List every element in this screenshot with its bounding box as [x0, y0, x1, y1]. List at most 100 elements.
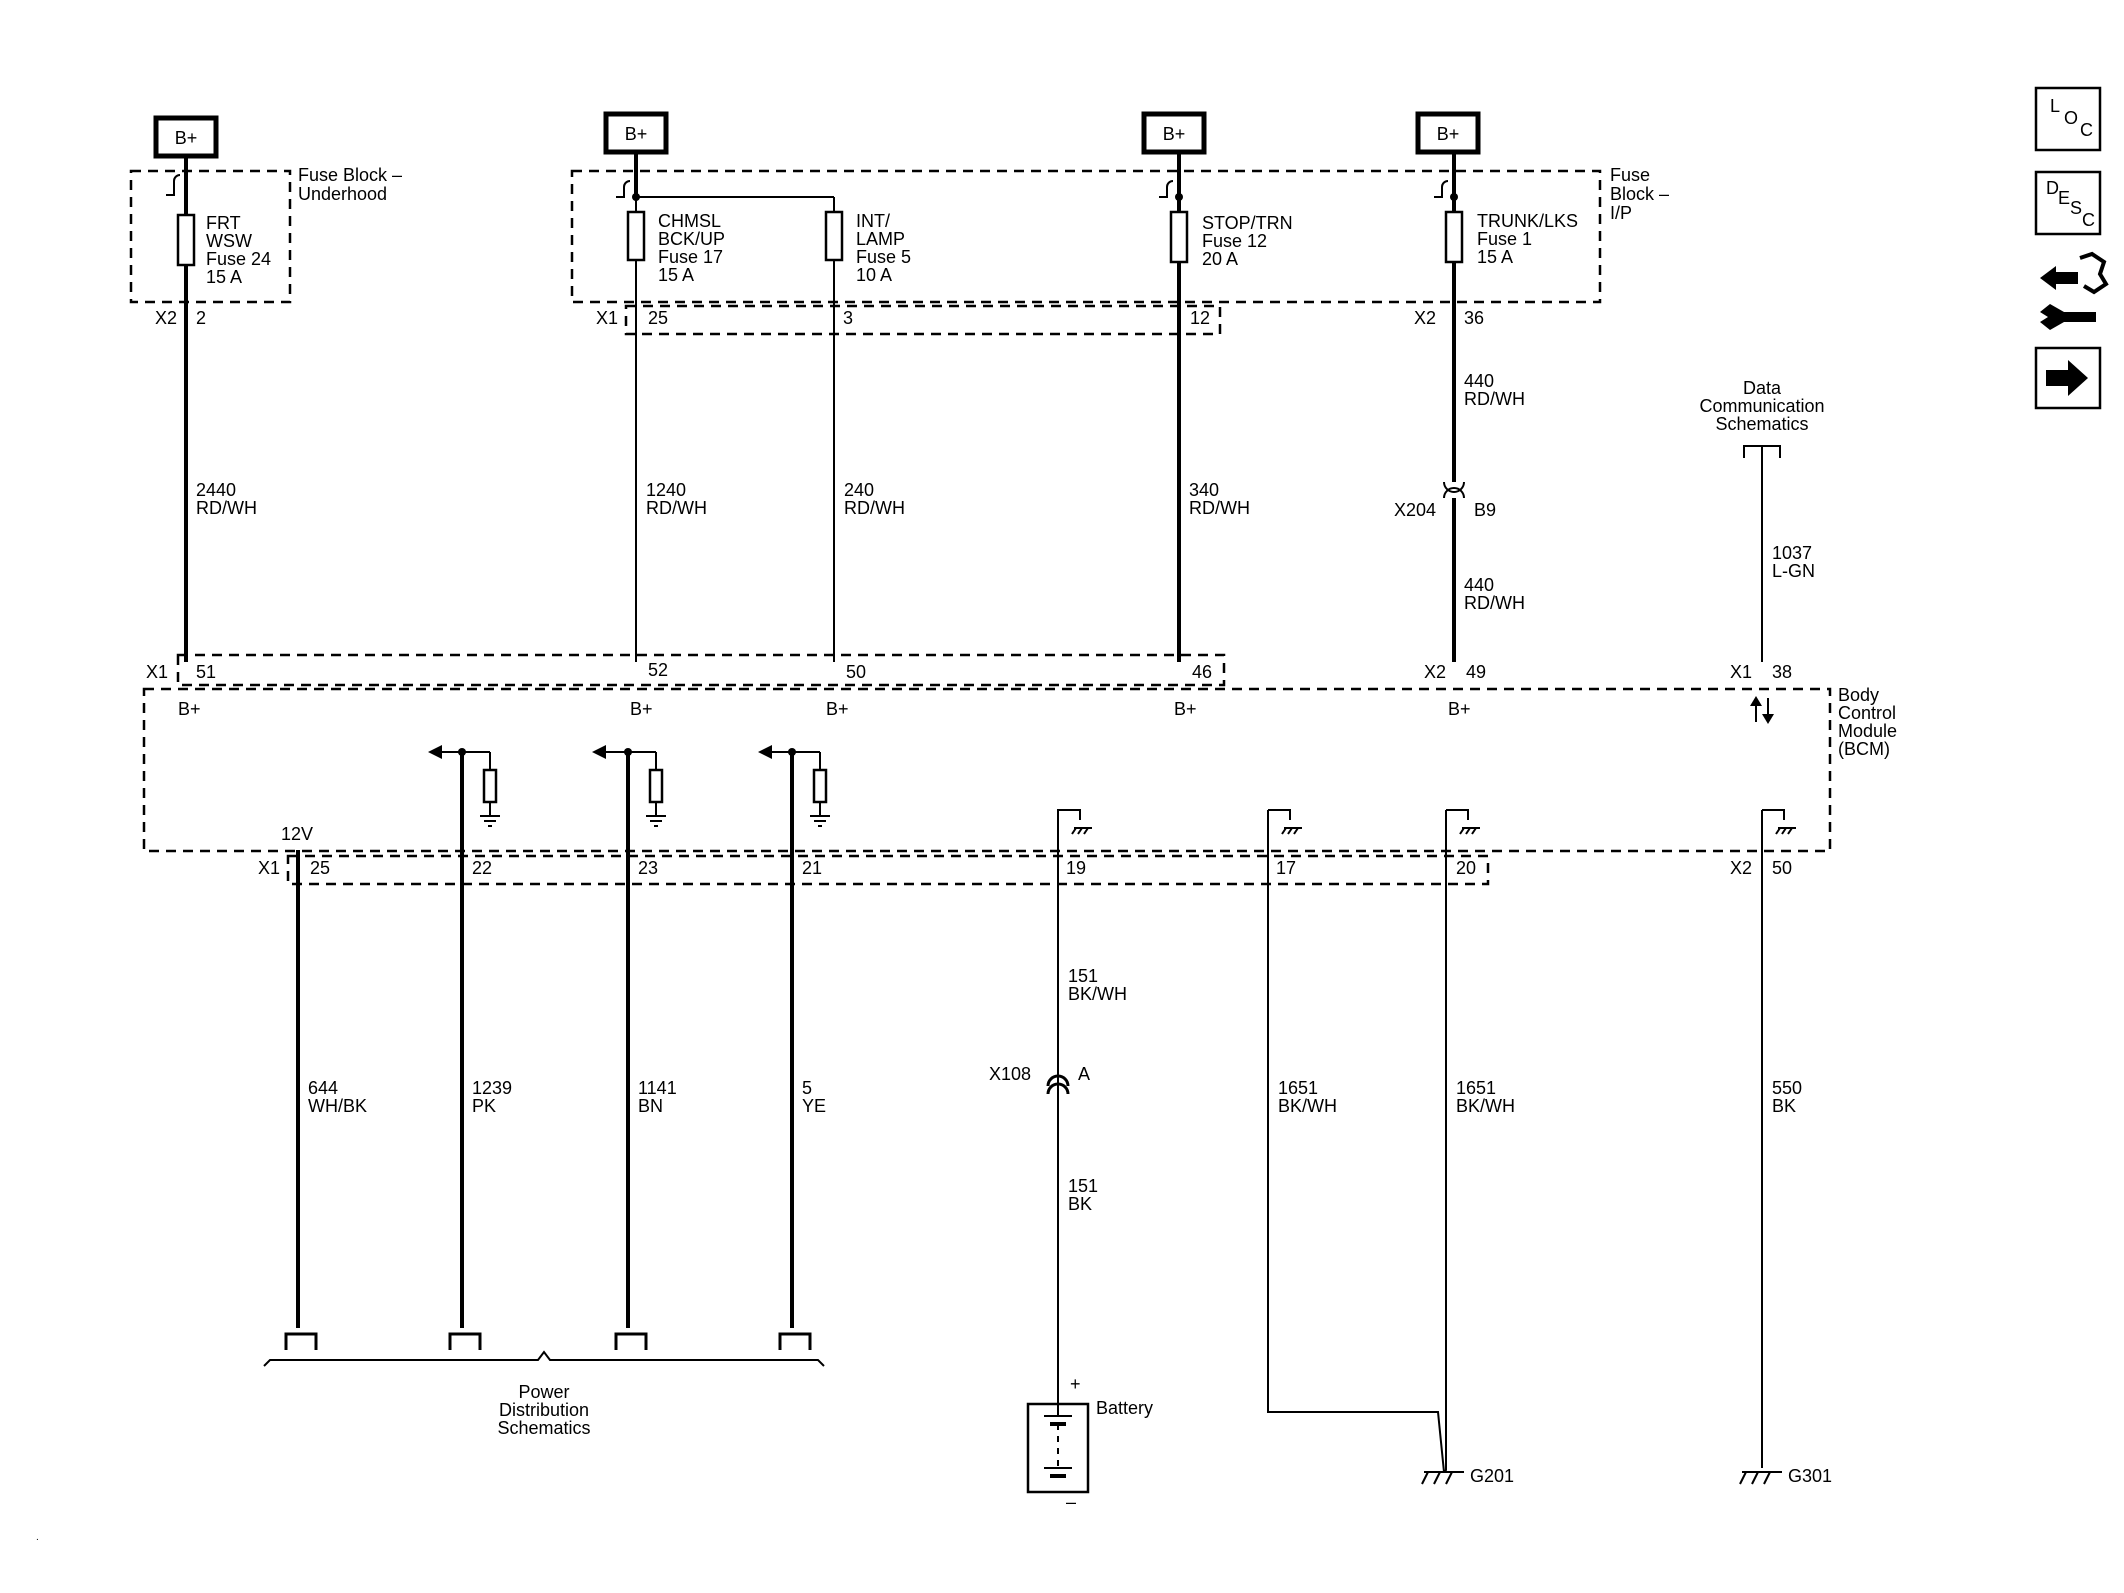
svg-text:+: +: [1070, 1374, 1081, 1394]
svg-text:Fuse 12: Fuse 12: [1202, 231, 1267, 251]
wire-color: BK: [1068, 1194, 1092, 1214]
bplus-label: B+: [178, 699, 201, 719]
wire-color: YE: [802, 1096, 826, 1116]
pin-number: 50: [846, 662, 866, 682]
fuse-block-ip-label: I/P: [1610, 203, 1632, 223]
pin-number: 51: [196, 662, 216, 682]
pin-number: 2: [196, 308, 206, 328]
connector-label: X1: [596, 308, 618, 328]
pin-number: 20: [1456, 858, 1476, 878]
wire-1651-b: [1443, 810, 1447, 1473]
bplus-label: B+: [1448, 699, 1471, 719]
connector-x1-outline: [624, 304, 1222, 336]
wire-circuit: 440: [1464, 575, 1494, 595]
svg-text:Schematics: Schematics: [1715, 414, 1808, 434]
fuse-trunk-lks: TRUNK/LKS Fuse 1 15 A: [1434, 152, 1578, 482]
wire-color: BK: [1772, 1096, 1796, 1116]
connector-label: X1: [1730, 662, 1752, 682]
bcm-label: Body: [1838, 685, 1879, 705]
bplus-label: B+: [826, 699, 849, 719]
wire-color: BK/WH: [1456, 1096, 1515, 1116]
fuse-block-underhood-label: Fuse Block –: [298, 165, 402, 185]
power-source-2: B+: [603, 111, 669, 155]
battery-label: Battery: [1096, 1398, 1153, 1418]
battery: + Battery –: [1026, 1374, 1153, 1512]
svg-text:LAMP: LAMP: [856, 229, 905, 249]
fuse-block-underhood-outline: [129, 169, 292, 304]
wire-circuit: 1651: [1278, 1078, 1318, 1098]
wire-circuit: 1239: [472, 1078, 512, 1098]
power-source-label: B+: [1163, 124, 1186, 144]
wire-circuit: 644: [308, 1078, 338, 1098]
pin-number: 25: [310, 858, 330, 878]
pin-number: 23: [638, 858, 658, 878]
loc-button[interactable]: L O C: [2034, 86, 2102, 152]
svg-text:INT/: INT/: [856, 211, 890, 231]
svg-text:Fuse 1: Fuse 1: [1477, 229, 1532, 249]
pin-number: 38: [1772, 662, 1792, 682]
svg-text:CHMSL: CHMSL: [658, 211, 721, 231]
power-source-1: B+: [153, 115, 219, 159]
svg-text:TRUNK/LKS: TRUNK/LKS: [1477, 211, 1578, 231]
data-communication-reference[interactable]: Data Communication Schematics: [1699, 378, 1825, 662]
svg-text:WSW: WSW: [206, 231, 252, 251]
bcm-output-driver-23: [592, 745, 666, 1328]
bidirectional-arrow-icon: [1750, 696, 1774, 724]
wire-circuit: 440: [1464, 371, 1494, 391]
pin-number: 25: [648, 308, 668, 328]
stray-dot: .: [36, 1532, 39, 1543]
wire-color: RD/WH: [196, 498, 257, 518]
pin-number: 12: [1190, 308, 1210, 328]
svg-text:Communication: Communication: [1699, 396, 1824, 416]
pin-number: 50: [1772, 858, 1792, 878]
wire-color: RD/WH: [1464, 593, 1525, 613]
next-button[interactable]: [2034, 346, 2102, 410]
svg-text:15 A: 15 A: [206, 267, 242, 287]
svg-text:Schematics: Schematics: [497, 1418, 590, 1438]
wire-color: L-GN: [1772, 561, 1815, 581]
power-distribution-terminals: [263, 1332, 825, 1367]
fuse-block-ip-label: Block –: [1610, 184, 1669, 204]
svg-text:C: C: [2080, 120, 2093, 140]
voltage-label: 12V: [281, 824, 313, 844]
pin-number: 22: [472, 858, 492, 878]
wire-circuit: 1037: [1772, 543, 1812, 563]
svg-text:FRT: FRT: [206, 213, 241, 233]
bcm-connector-x1-bottom: [286, 854, 1490, 886]
wire-circuit: 1240: [646, 480, 686, 500]
bcm-internal-ground-50: [1762, 809, 1796, 835]
svg-text:L: L: [2050, 96, 2060, 116]
svg-text:15 A: 15 A: [1477, 247, 1513, 267]
power-source-3: B+: [1141, 111, 1207, 155]
power-source-4: B+: [1415, 111, 1481, 155]
connector-info-button[interactable]: [2040, 251, 2109, 330]
svg-text:B9: B9: [1474, 500, 1496, 520]
power-distribution-reference[interactable]: Power Distribution Schematics: [497, 1382, 590, 1438]
wire-circuit: 151: [1068, 1176, 1098, 1196]
svg-text:A: A: [1078, 1064, 1090, 1084]
ground-label: G201: [1470, 1466, 1514, 1486]
bcm-label: Control: [1838, 703, 1896, 723]
power-source-label: B+: [625, 124, 648, 144]
wire-circuit: 2440: [196, 480, 236, 500]
desc-button[interactable]: D E S C: [2034, 170, 2102, 236]
svg-text:Power: Power: [518, 1382, 569, 1402]
svg-text:20 A: 20 A: [1202, 249, 1238, 269]
svg-text:Fuse 24: Fuse 24: [206, 249, 271, 269]
pin-number: 17: [1276, 858, 1296, 878]
fuse-int-lamp: INT/ LAMP Fuse 5 10 A: [824, 197, 911, 662]
wire-color: BK/WH: [1278, 1096, 1337, 1116]
svg-text:–: –: [1066, 1492, 1076, 1512]
svg-text:STOP/TRN: STOP/TRN: [1202, 213, 1293, 233]
svg-text:D: D: [2046, 178, 2059, 198]
bplus-label: B+: [1174, 699, 1197, 719]
fuse-block-underhood-label: Underhood: [298, 184, 387, 204]
inline-connector-x204: X204 B9: [1394, 481, 1496, 662]
power-source-label: B+: [175, 128, 198, 148]
pin-number: 19: [1066, 858, 1086, 878]
pin-number: 52: [648, 660, 668, 680]
fuse-chmsl-bckup: CHMSL BCK/UP Fuse 17 15 A: [616, 152, 834, 662]
pin-number: 46: [1192, 662, 1212, 682]
svg-text:Fuse 17: Fuse 17: [658, 247, 723, 267]
svg-text:C: C: [2082, 210, 2095, 230]
